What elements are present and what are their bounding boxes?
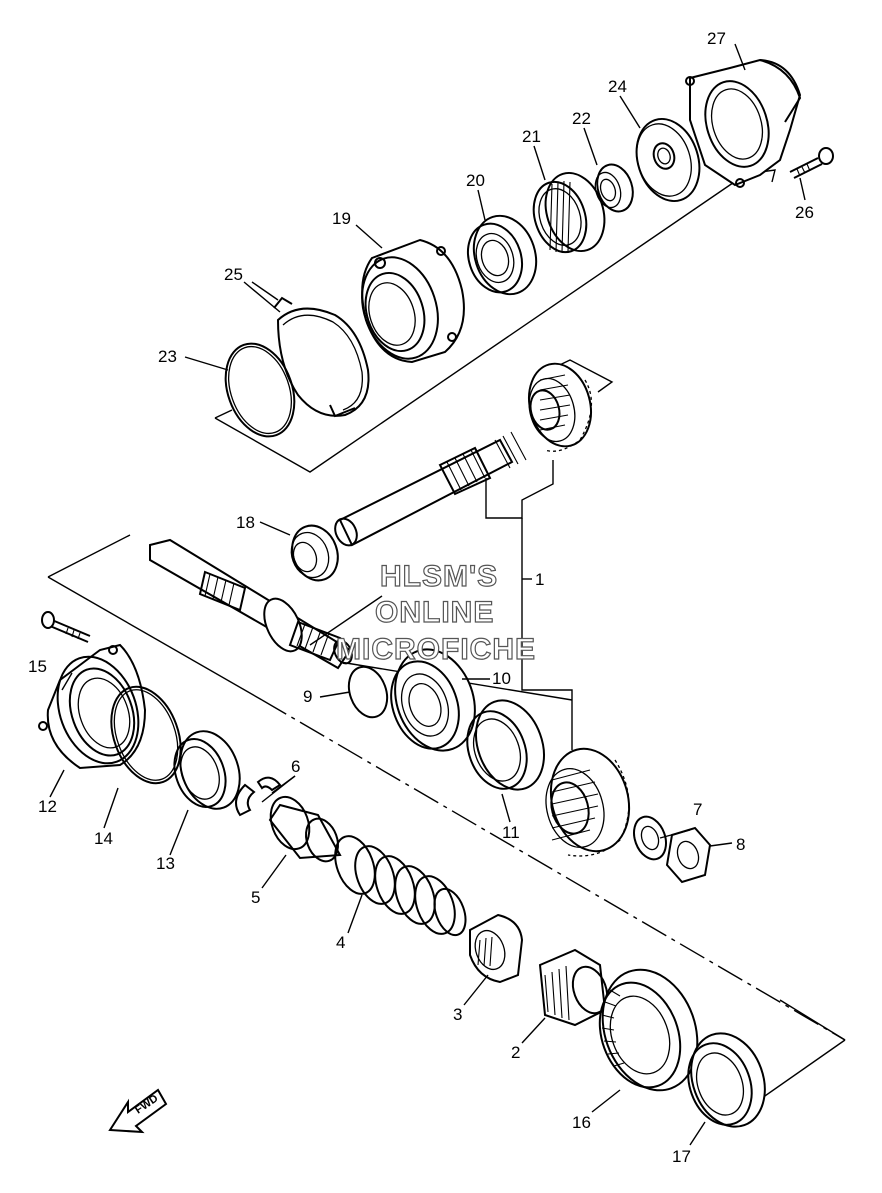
callout-26: 26: [795, 203, 814, 222]
callout-23: 23: [158, 347, 177, 366]
bearing-11: [466, 699, 545, 791]
callout-4: 4: [336, 933, 345, 952]
callout-2: 2: [511, 1043, 520, 1062]
nut-8: [665, 826, 712, 884]
callout-21: 21: [522, 127, 541, 146]
cover-27: [685, 58, 802, 188]
circlip-6: [235, 776, 282, 817]
callout-10: 10: [492, 669, 511, 688]
bearing-18: [290, 524, 339, 582]
callout-3: 3: [453, 1005, 462, 1024]
shaft-assembly-1: [334, 362, 593, 750]
lower-shaft: [149, 538, 573, 701]
callout-15: 15: [28, 657, 47, 676]
callout-27: 27: [707, 29, 726, 48]
callout-12: 12: [38, 797, 57, 816]
callout-7: 7: [693, 800, 702, 819]
callout-18: 18: [236, 513, 255, 532]
sleeve-5: [268, 795, 342, 863]
callout-9: 9: [303, 687, 312, 706]
callout-14: 14: [94, 829, 113, 848]
leader-lines: [49, 43, 806, 1146]
o-ring-9: [347, 665, 389, 719]
bearing-10: [390, 648, 476, 752]
callout-25: 25: [224, 265, 243, 284]
lower-assembly-frame: [47, 534, 846, 1106]
bevel-gear-lower: [545, 747, 631, 857]
callout-6: 6: [291, 757, 300, 776]
bolt-26: [789, 147, 834, 179]
callouts: 27 24 22 21 20 19 25 23 26 18 1 15 9 10 …: [28, 29, 814, 1166]
cover-12: [38, 643, 147, 770]
seal-plate-24: [635, 117, 701, 203]
o-ring-14: [110, 685, 182, 785]
callout-8: 8: [736, 835, 745, 854]
callout-24: 24: [608, 77, 627, 96]
bearing-housing-19: [361, 238, 465, 364]
callout-13: 13: [156, 854, 175, 873]
ring-gear-16: [598, 968, 699, 1092]
watermark-line-1: HLSM'S: [380, 560, 498, 593]
watermark-line-3: MICROFICHE: [336, 633, 536, 666]
lock-washer-7: [633, 815, 667, 861]
bearing-21: [532, 171, 606, 254]
spring-4: [334, 835, 467, 937]
callout-11: 11: [502, 823, 520, 842]
callout-5: 5: [251, 888, 260, 907]
bearing-20: [467, 214, 538, 296]
callout-1: 1: [535, 570, 544, 589]
fwd-arrow-icon: FWD: [108, 1088, 168, 1134]
callout-20: 20: [466, 171, 485, 190]
o-ring-23: [224, 342, 296, 438]
shift-fork-3: [469, 913, 524, 984]
nut-22: [594, 163, 634, 213]
bearing-17: [687, 1032, 766, 1128]
watermark: HLSM'S ONLINE MICROFICHE: [335, 559, 536, 666]
callout-16: 16: [572, 1113, 591, 1132]
shim-25: [273, 296, 370, 418]
callout-19: 19: [332, 209, 351, 228]
watermark-line-2: ONLINE: [375, 596, 494, 629]
callout-17: 17: [672, 1147, 691, 1166]
bolt-15: [41, 611, 91, 643]
callout-22: 22: [572, 109, 591, 128]
collar-13: [173, 730, 241, 810]
